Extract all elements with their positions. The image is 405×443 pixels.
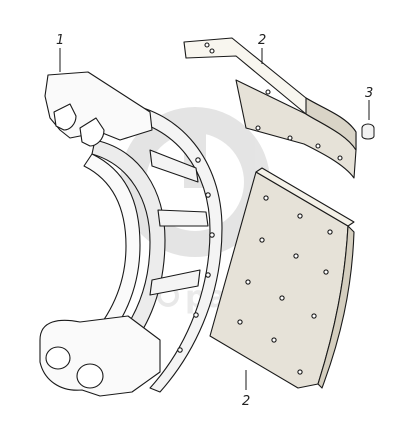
- shoe-rivet-hole: [195, 157, 201, 163]
- shoe-roller-slot-1: [53, 103, 77, 131]
- shoe-rib-middle: [157, 209, 209, 227]
- lining-lower-hole: [279, 295, 285, 301]
- lining-upper-hole: [209, 48, 215, 54]
- lining-lower-hole: [263, 195, 269, 201]
- callout-3: 3: [365, 86, 373, 101]
- shoe-pivot-end: [39, 315, 161, 397]
- lining-lower-hole: [271, 337, 277, 343]
- lining-upper-hole: [315, 143, 321, 149]
- shoe-rivet-hole: [205, 272, 211, 278]
- callout-2-upper: 2: [258, 33, 266, 48]
- lining-upper-hole: [204, 42, 210, 48]
- lining-lower: [209, 167, 355, 389]
- shoe-pivot-hole-1: [45, 346, 71, 370]
- shoe-rib-lower: [149, 269, 201, 296]
- rivet-shank: [361, 128, 375, 140]
- lining-lower-hole: [237, 319, 243, 325]
- lining-lower-edge: [317, 225, 355, 389]
- lining-lower-hole: [259, 237, 265, 243]
- lining-upper: [183, 37, 357, 179]
- shoe-roller-slot-2: [79, 117, 105, 147]
- brake-shoe: [39, 71, 223, 397]
- lining-upper-hole: [287, 135, 293, 141]
- callout-1: 1: [56, 33, 64, 48]
- callout-2-lower: 2: [242, 394, 250, 409]
- lining-lower-hole: [297, 213, 303, 219]
- lining-upper-hole: [337, 155, 343, 161]
- lining-lower-hole: [297, 369, 303, 375]
- rivet: [361, 123, 375, 140]
- lining-upper-hole: [255, 125, 261, 131]
- lining-upper-side-face: [305, 97, 357, 151]
- lining-upper-hole: [265, 89, 271, 95]
- shoe-pivot-hole-2: [76, 363, 104, 389]
- lining-lower-hole: [323, 269, 329, 275]
- leader-lines: [59, 48, 370, 390]
- shoe-rivet-hole: [193, 312, 199, 318]
- lining-lower-hole: [293, 253, 299, 259]
- shoe-table-outer: [119, 103, 223, 393]
- shoe-rivet-hole: [209, 232, 215, 238]
- shoe-rib-upper: [149, 149, 199, 183]
- shoe-rivet-hole: [177, 347, 183, 353]
- lining-lower-hole: [245, 279, 251, 285]
- lining-lower-top-edge: [255, 167, 355, 227]
- lining-lower-hole: [311, 313, 317, 319]
- shoe-rivet-hole: [205, 192, 211, 198]
- lining-lower-hole: [327, 229, 333, 235]
